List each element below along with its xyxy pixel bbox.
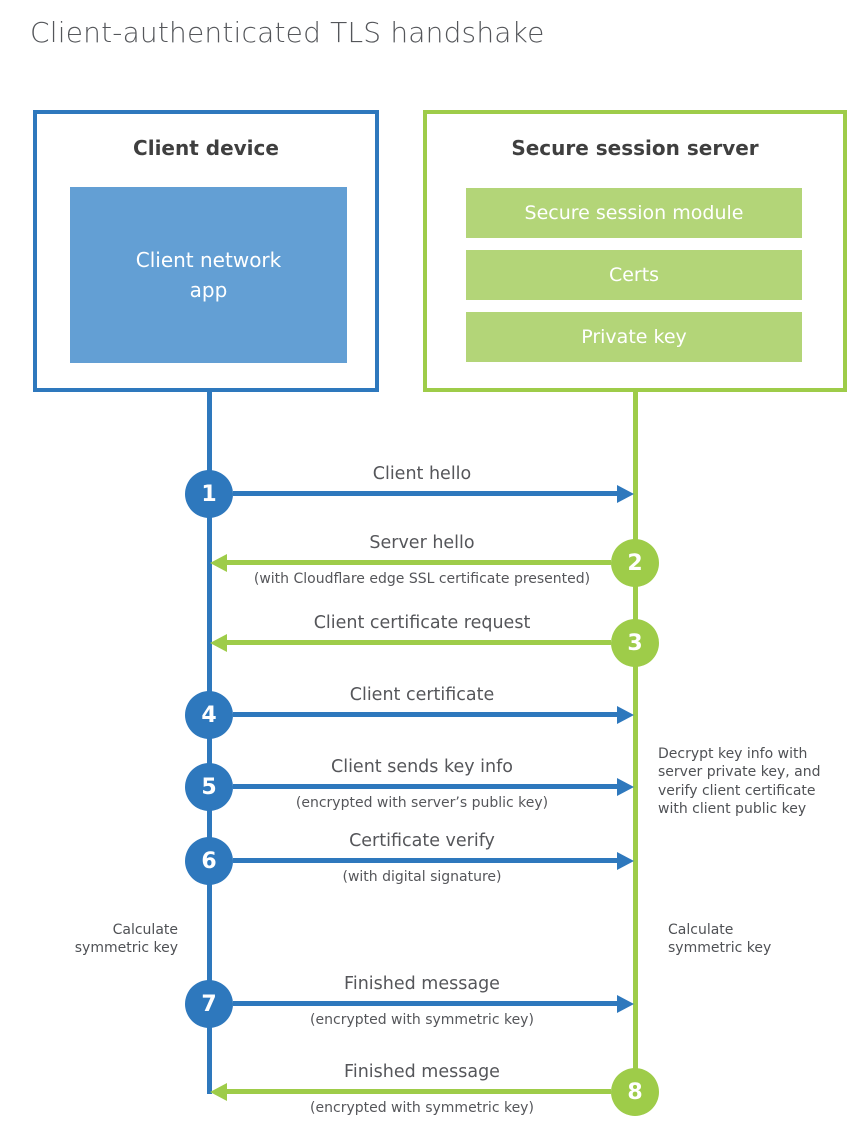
step-3-arrow-line (227, 640, 611, 645)
step-5-arrow-line (233, 784, 617, 789)
step-6-arrowhead-icon (617, 852, 634, 870)
step-2-arrowhead-icon (210, 554, 227, 572)
step-8-circle: 8 (611, 1068, 659, 1116)
step-4-arrowhead-icon (617, 706, 634, 724)
step-5-number: 5 (201, 774, 217, 800)
server-module-private-key: Private key (466, 312, 802, 362)
step-7-number: 7 (201, 991, 217, 1017)
step-5-circle: 5 (185, 763, 233, 811)
step-1-label: Client hello (372, 464, 472, 484)
step-3-circle: 3 (611, 619, 659, 667)
step-2-circle: 2 (611, 539, 659, 587)
step-7-sublabel: (encrypted with symmetric key) (310, 1012, 534, 1028)
step-2-arrow-line (227, 560, 611, 565)
server-module-secure-session: Secure session module (466, 188, 802, 238)
step-7-label: Finished message (344, 974, 500, 994)
step-7-arrowhead-icon (617, 995, 634, 1013)
client-lifeline (207, 392, 212, 1094)
step-6-sublabel: (with digital signature) (342, 869, 502, 885)
step-2-number: 2 (627, 550, 643, 576)
step-3-arrowhead-icon (210, 634, 227, 652)
step-7-circle: 7 (185, 980, 233, 1028)
step-6-circle: 6 (185, 837, 233, 885)
server-module-certs: Certs (466, 250, 802, 300)
step-4-number: 4 (201, 702, 217, 728)
secure-session-server-heading: Secure session server (511, 136, 759, 160)
step-6-arrow-line (233, 858, 617, 863)
step-4-label: Client certificate (349, 685, 495, 705)
client-device-heading: Client device (133, 136, 279, 160)
calculate-symmetric-key-note-client: Calculate symmetric key (74, 922, 178, 957)
step-4-circle: 4 (185, 691, 233, 739)
step-5-sublabel: (encrypted with server’s public key) (295, 795, 549, 811)
calculate-symmetric-key-note-server: Calculate symmetric key (668, 922, 772, 957)
step-7-arrow-line (233, 1001, 617, 1006)
step-2-sublabel: (with Cloudflare edge SSL certificate pr… (253, 571, 591, 587)
client-network-app-box: Client network app (70, 187, 347, 363)
step-6-label: Certificate verify (349, 831, 495, 851)
step-8-number: 8 (627, 1079, 643, 1105)
step-4-arrow-line (233, 712, 617, 717)
step-8-label: Finished message (344, 1062, 500, 1082)
step-1-arrowhead-icon (617, 485, 634, 503)
step-3-label: Client certificate request (313, 613, 531, 633)
step-1-arrow-line (233, 491, 617, 496)
step-1-number: 1 (201, 481, 217, 507)
client-device-box: Client device Client network app (33, 110, 379, 392)
step-5-arrowhead-icon (617, 778, 634, 796)
step-8-arrowhead-icon (210, 1083, 227, 1101)
step-5-label: Client sends key info (330, 757, 513, 777)
secure-session-server-box: Secure session server Secure session mod… (423, 110, 847, 392)
step-6-number: 6 (201, 848, 217, 874)
step-8-arrow-line (227, 1089, 611, 1094)
step-3-number: 3 (627, 630, 643, 656)
step-1-circle: 1 (185, 470, 233, 518)
decrypt-key-note: Decrypt key info with server private key… (658, 746, 821, 818)
step-2-label: Server hello (369, 533, 475, 553)
step-8-sublabel: (encrypted with symmetric key) (310, 1100, 534, 1116)
server-lifeline (633, 392, 638, 1070)
page-title: Client-authenticated TLS handshake (30, 16, 545, 49)
